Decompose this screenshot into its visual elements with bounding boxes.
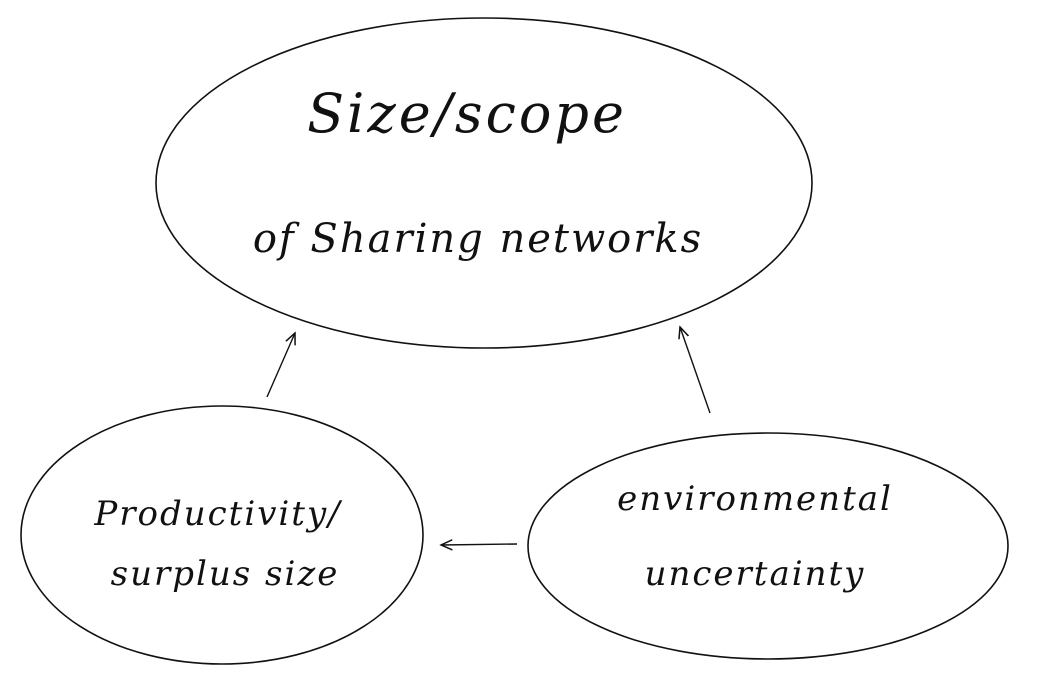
node-productivity-line1: Productivity/	[93, 494, 343, 534]
node-size-scope-line1: Size/scope	[307, 82, 627, 145]
arrow-productivity-to-size-scope	[266, 333, 295, 398]
node-environmental-uncertainty-ellipse	[527, 432, 1009, 660]
node-productivity-line2: surplus size	[111, 554, 340, 594]
node-size-scope-line2: of Sharing networks	[253, 216, 703, 262]
node-environmental-uncertainty-line1: environmental	[617, 479, 893, 519]
node-environmental-uncertainty: environmental uncertainty	[527, 432, 1009, 660]
node-size-scope: Size/scope of Sharing networks	[155, 17, 813, 349]
node-productivity-ellipse	[20, 405, 424, 665]
node-size-scope-ellipse	[155, 17, 813, 349]
arrow-uncertainty-to-size-scope	[680, 327, 711, 414]
node-productivity: Productivity/ surplus size	[20, 405, 424, 665]
node-environmental-uncertainty-line2: uncertainty	[645, 554, 866, 594]
arrow-uncertainty-to-productivity	[441, 544, 518, 545]
